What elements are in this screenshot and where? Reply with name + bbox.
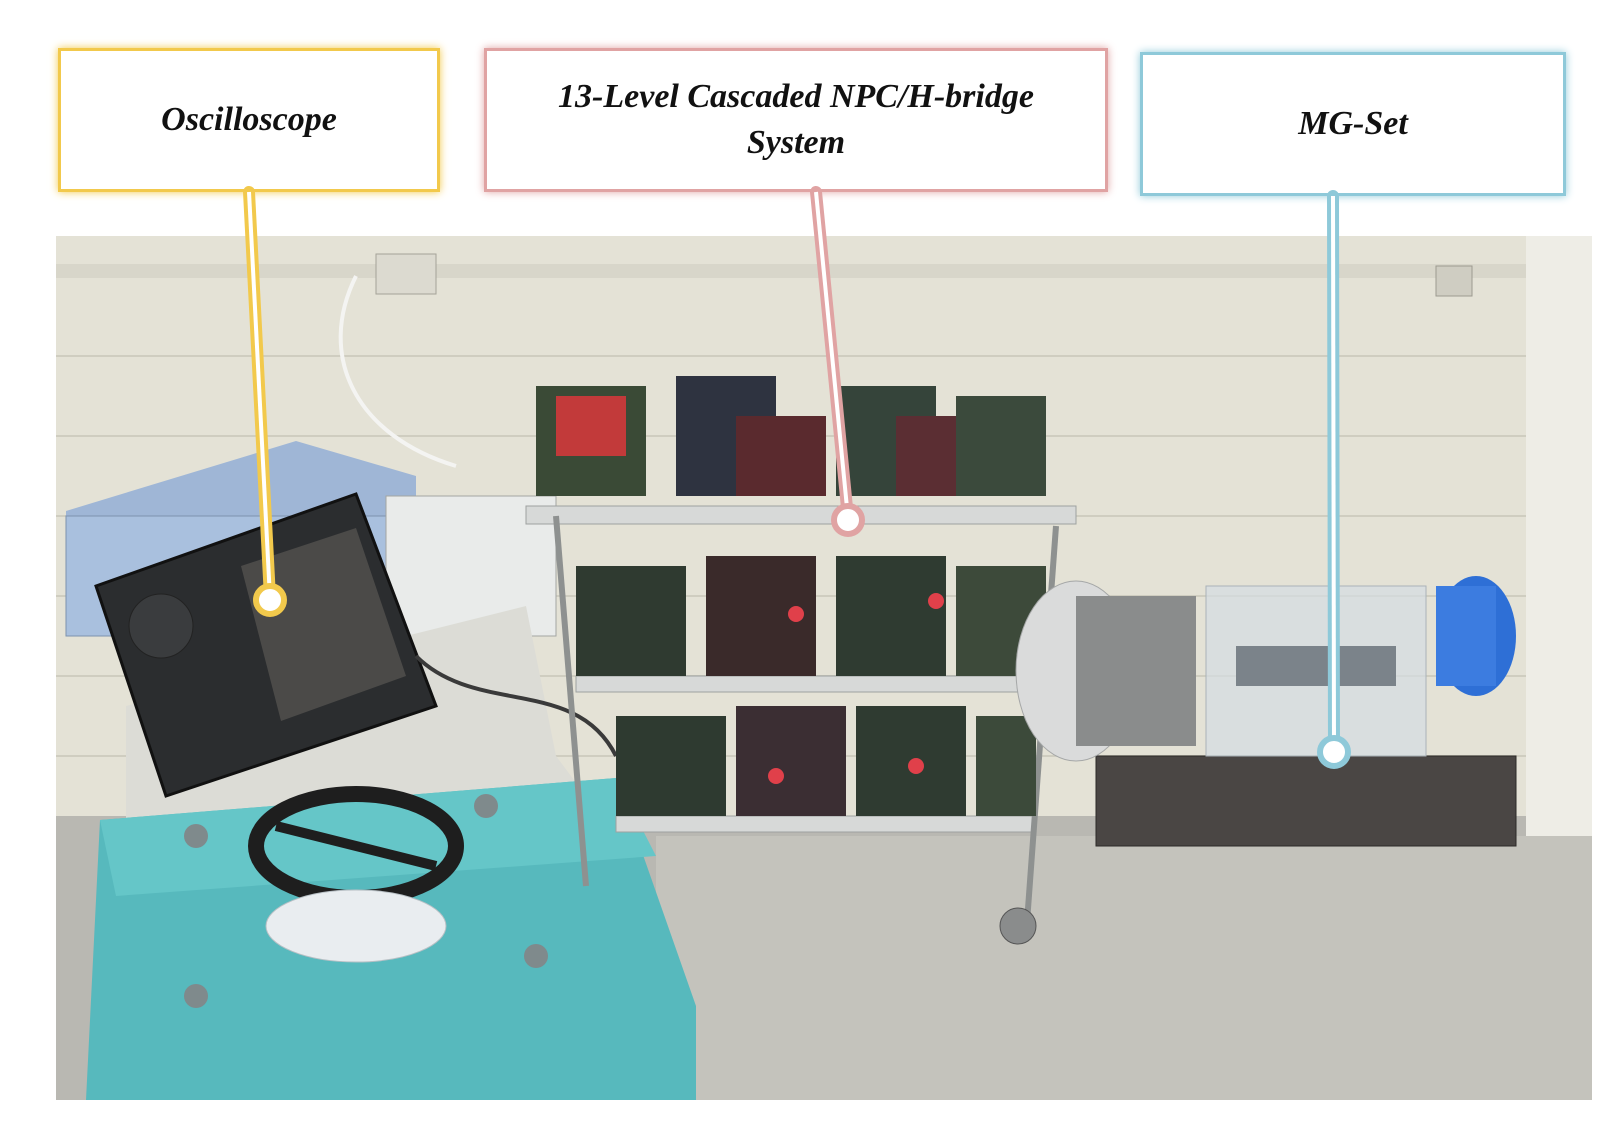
oscilloscope-label: Oscilloscope [161,101,337,138]
converter-label-box: 13-Level Cascaded NPC/H-bridge System [484,48,1108,192]
converter-label-line2: System [746,124,846,161]
mg-set-label-box: MG-Set [1140,52,1566,196]
converter-label-line1: 13-Level Cascaded NPC/H-bridge [558,78,1034,115]
mg-set-label: MG-Set [1298,105,1408,142]
lab-setup-photo [56,236,1592,1100]
oscilloscope-label-box: Oscilloscope [58,48,440,192]
